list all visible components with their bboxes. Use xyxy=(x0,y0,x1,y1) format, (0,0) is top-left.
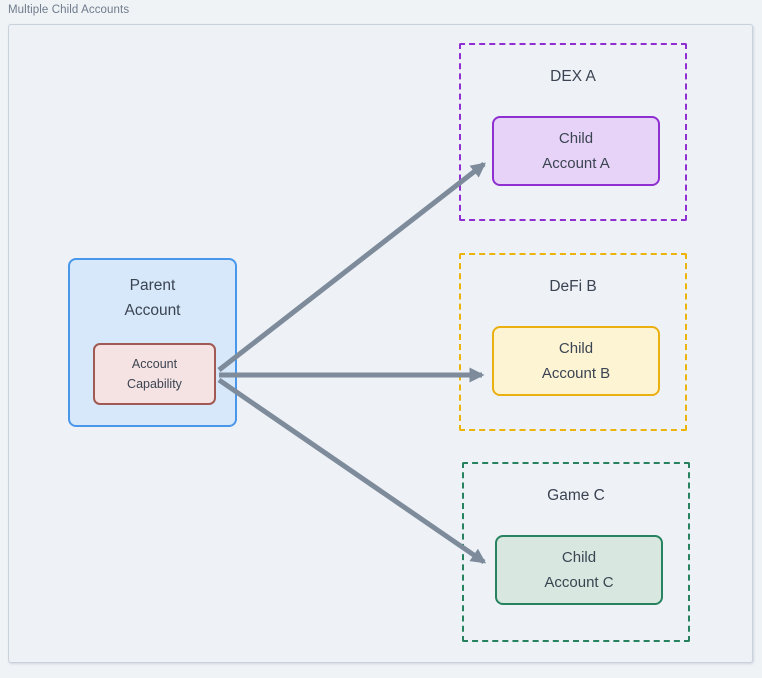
account-capability-label: Account Capability xyxy=(127,357,182,391)
group-dex-a: DEX A Child Account A xyxy=(459,43,687,221)
diagram-title: Multiple Child Accounts xyxy=(8,4,130,16)
group-game-c: Game C Child Account C xyxy=(462,462,690,642)
child-account-b-node: Child Account B xyxy=(492,326,660,396)
group-game-c-label: Game C xyxy=(547,487,605,504)
account-capability-node: Account Capability xyxy=(93,343,216,405)
parent-account-node: Parent Account Account Capability xyxy=(68,258,237,427)
group-defi-b: DeFi B Child Account B xyxy=(459,253,687,431)
child-account-a-label: Child Account A xyxy=(542,130,610,172)
child-account-c-label: Child Account C xyxy=(544,549,614,591)
child-account-c-node: Child Account C xyxy=(495,535,663,605)
child-account-a-node: Child Account A xyxy=(492,116,660,186)
group-dex-a-label: DEX A xyxy=(550,68,596,85)
parent-account-label: Parent Account xyxy=(124,277,181,319)
group-defi-b-label: DeFi B xyxy=(549,278,597,295)
child-account-b-label: Child Account B xyxy=(541,340,611,382)
